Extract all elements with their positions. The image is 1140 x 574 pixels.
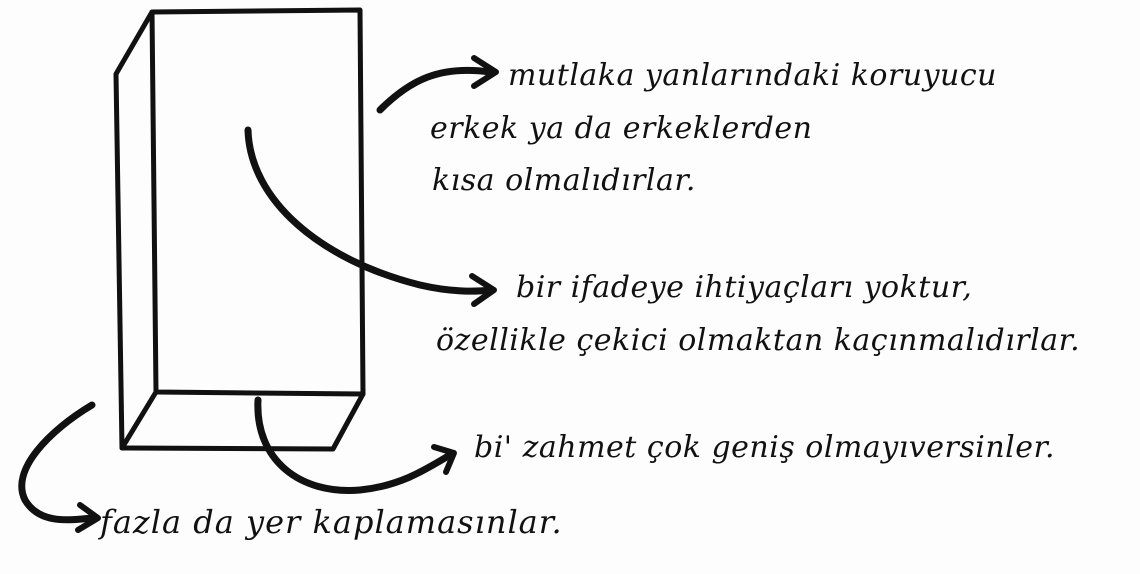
note-4-line-1: fazla da yer kaplamasınlar. [100,506,563,540]
note-2-line-1: bir ifadeye ihtiyaçları yoktur, [516,262,1080,315]
note-2-line-2: özellikle çekici olmaktan kaçınmalıdırla… [436,315,1080,368]
arrow-to-note-4 [22,405,98,530]
arrow-to-note-3 [258,400,454,490]
note-3: bi' zahmet çok geniş olmayıversinler. [474,432,1055,464]
box-front-face [152,10,363,394]
note-1-line-2: erkek ya da erkeklerden [430,103,997,156]
note-1-line-3: kısa olmalıdırlar. [432,155,997,208]
note-2: bir ifadeye ihtiyaçları yoktur, özellikl… [436,262,1080,367]
note-1-line-1: mutlaka yanlarındaki koruyucu [508,50,997,103]
box-left-side [116,12,156,448]
note-1: mutlaka yanlarındaki koruyucu erkek ya d… [508,50,997,208]
note-4: fazla da yer kaplamasınlar. [100,506,563,540]
box-bottom-face [122,394,363,449]
box-drawing [116,10,363,449]
note-3-line-1: bi' zahmet çok geniş olmayıversinler. [474,432,1055,464]
